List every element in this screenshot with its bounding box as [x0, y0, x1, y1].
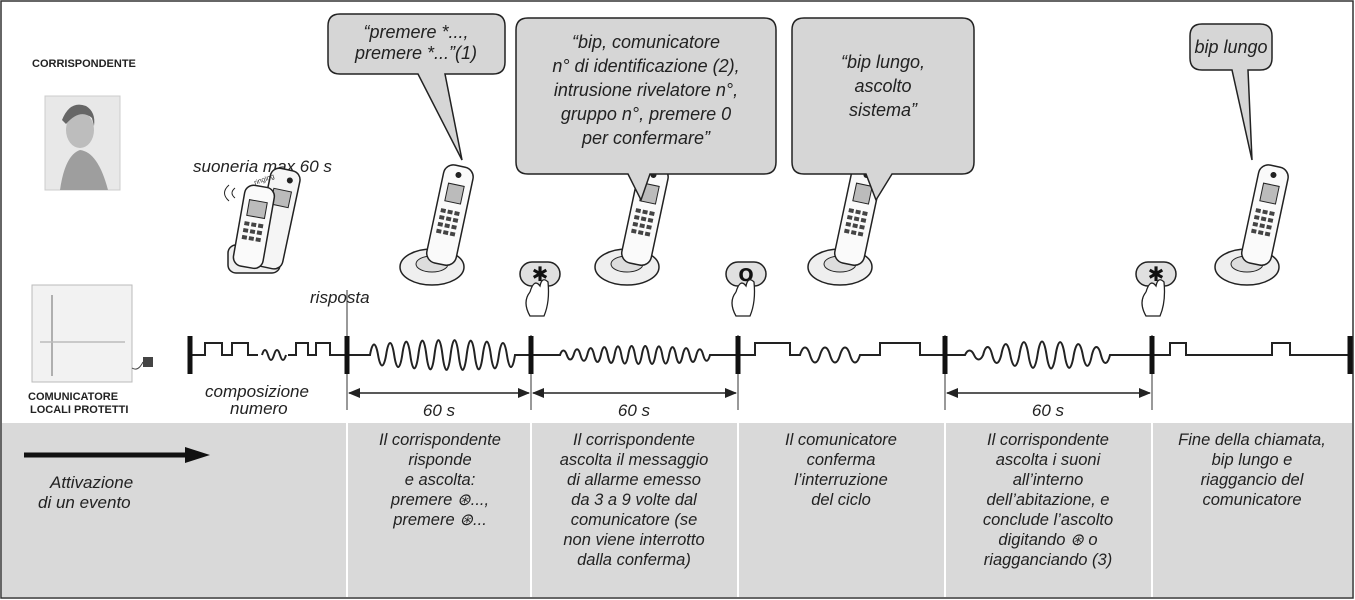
key-press-star-icon-2[interactable]: ✱ [1135, 261, 1177, 317]
communicator-device [31, 284, 153, 383]
svg-text:ascolto: ascolto [854, 76, 911, 96]
duration-label-2: 60 s [618, 401, 651, 420]
key-press-star-icon[interactable]: ✱ [519, 261, 561, 317]
svg-text:non viene interrotto: non viene interrotto [563, 531, 704, 549]
description-5: Fine della chiamata, bip lungo e riaggan… [1178, 431, 1326, 509]
svg-text:“bip lungo,: “bip lungo, [841, 52, 925, 72]
svg-text:Il corrispondente: Il corrispondente [379, 431, 501, 449]
svg-text:e ascolta:: e ascolta: [405, 471, 476, 489]
svg-text:del ciclo: del ciclo [811, 491, 871, 509]
svg-text:per confermare”: per confermare” [581, 128, 711, 148]
suoneria-label: suoneria max 60 s [193, 157, 332, 176]
description-2: Il corrispondente ascolta il messaggio d… [560, 431, 709, 569]
duration-label-3: 60 s [1032, 401, 1065, 420]
svg-text:bip lungo: bip lungo [1194, 37, 1267, 57]
risposta-label: risposta [310, 288, 370, 307]
person-photo [44, 95, 121, 191]
svg-text:ascolta i suoni: ascolta i suoni [996, 451, 1102, 469]
comunicatore-label-line1: COMUNICATORE [28, 391, 118, 403]
svg-text:dell’abitazione, e: dell’abitazione, e [987, 491, 1110, 509]
svg-text:Il corrispondente: Il corrispondente [573, 431, 695, 449]
svg-text:da 3 a 9 volte dal: da 3 a 9 volte dal [571, 491, 698, 509]
composizione-label-line2: numero [230, 399, 288, 418]
svg-text:premere ⊛...: premere ⊛... [392, 511, 487, 529]
svg-text:comunicatore (se: comunicatore (se [571, 511, 698, 529]
svg-text:l’interruzione: l’interruzione [794, 471, 888, 489]
svg-text:risponde: risponde [408, 451, 471, 469]
signal-waveform [190, 339, 1348, 371]
speech-bubble-3: “bip lungo, ascolto sistema” [791, 17, 975, 202]
svg-text:digitando ⊛ o: digitando ⊛ o [998, 531, 1097, 549]
svg-text:Fine della chiamata,: Fine della chiamata, [1178, 431, 1326, 449]
handset-icon-1 [399, 164, 474, 286]
svg-text:conclude l’ascolto: conclude l’ascolto [983, 511, 1113, 529]
composizione-label-line1: composizione [205, 382, 309, 401]
svg-text:riaggancio del: riaggancio del [1201, 471, 1305, 489]
svg-text:premere ⊛...,: premere ⊛..., [390, 491, 489, 509]
svg-text:bip lungo e: bip lungo e [1212, 451, 1293, 469]
speech-bubble-1: “premere *..., premere *...”(1) [327, 13, 506, 161]
corrispondente-label: CORRISPONDENTE [32, 58, 136, 70]
signal-separators [187, 336, 1353, 374]
activation-label-line2: di un evento [38, 493, 131, 512]
description-panel [2, 423, 1352, 597]
activation-arrow [24, 447, 210, 463]
speech-bubble-2: “bip, comunicatore n° di identificazione… [515, 17, 777, 202]
svg-text:intrusione rivelatore n°,: intrusione rivelatore n°, [554, 80, 738, 100]
svg-text:comunicatore: comunicatore [1202, 491, 1301, 509]
ringing-phone-icon: ringing [224, 167, 301, 274]
description-3: Il comunicatore conferma l’interruzione … [785, 431, 897, 509]
handset-icon-2 [594, 164, 669, 286]
handset-icon-4 [1214, 164, 1289, 286]
svg-text:di allarme emesso: di allarme emesso [567, 471, 701, 489]
svg-text:premere *...”(1): premere *...”(1) [354, 43, 477, 63]
svg-text:conferma: conferma [807, 451, 876, 469]
svg-text:Il corrispondente: Il corrispondente [987, 431, 1109, 449]
activation-label-line1: Attivazione [49, 473, 133, 492]
description-4: Il corrispondente ascolta i suoni all’in… [983, 431, 1113, 569]
svg-text:ascolta il messaggio: ascolta il messaggio [560, 451, 709, 469]
comunicatore-label-line2: LOCALI PROTETTI [30, 404, 128, 416]
svg-text:Il comunicatore: Il comunicatore [785, 431, 897, 449]
description-1: Il corrispondente risponde e ascolta: pr… [379, 431, 501, 529]
svg-text:“bip, comunicatore: “bip, comunicatore [572, 32, 720, 52]
svg-text:sistema”: sistema” [849, 100, 918, 120]
duration-label-1: 60 s [423, 401, 456, 420]
key-press-zero-icon[interactable]: O [725, 261, 767, 317]
svg-text:“premere *...,: “premere *..., [363, 22, 468, 42]
svg-text:riagganciando (3): riagganciando (3) [984, 551, 1112, 569]
svg-text:gruppo n°, premere 0: gruppo n°, premere 0 [561, 104, 731, 124]
svg-text:all’interno: all’interno [1013, 471, 1084, 489]
panel-dividers [346, 423, 1153, 597]
svg-text:n° di identificazione (2),: n° di identificazione (2), [552, 56, 739, 76]
speech-bubble-4: bip lungo [1189, 23, 1273, 161]
svg-text:dalla conferma): dalla conferma) [577, 551, 691, 569]
